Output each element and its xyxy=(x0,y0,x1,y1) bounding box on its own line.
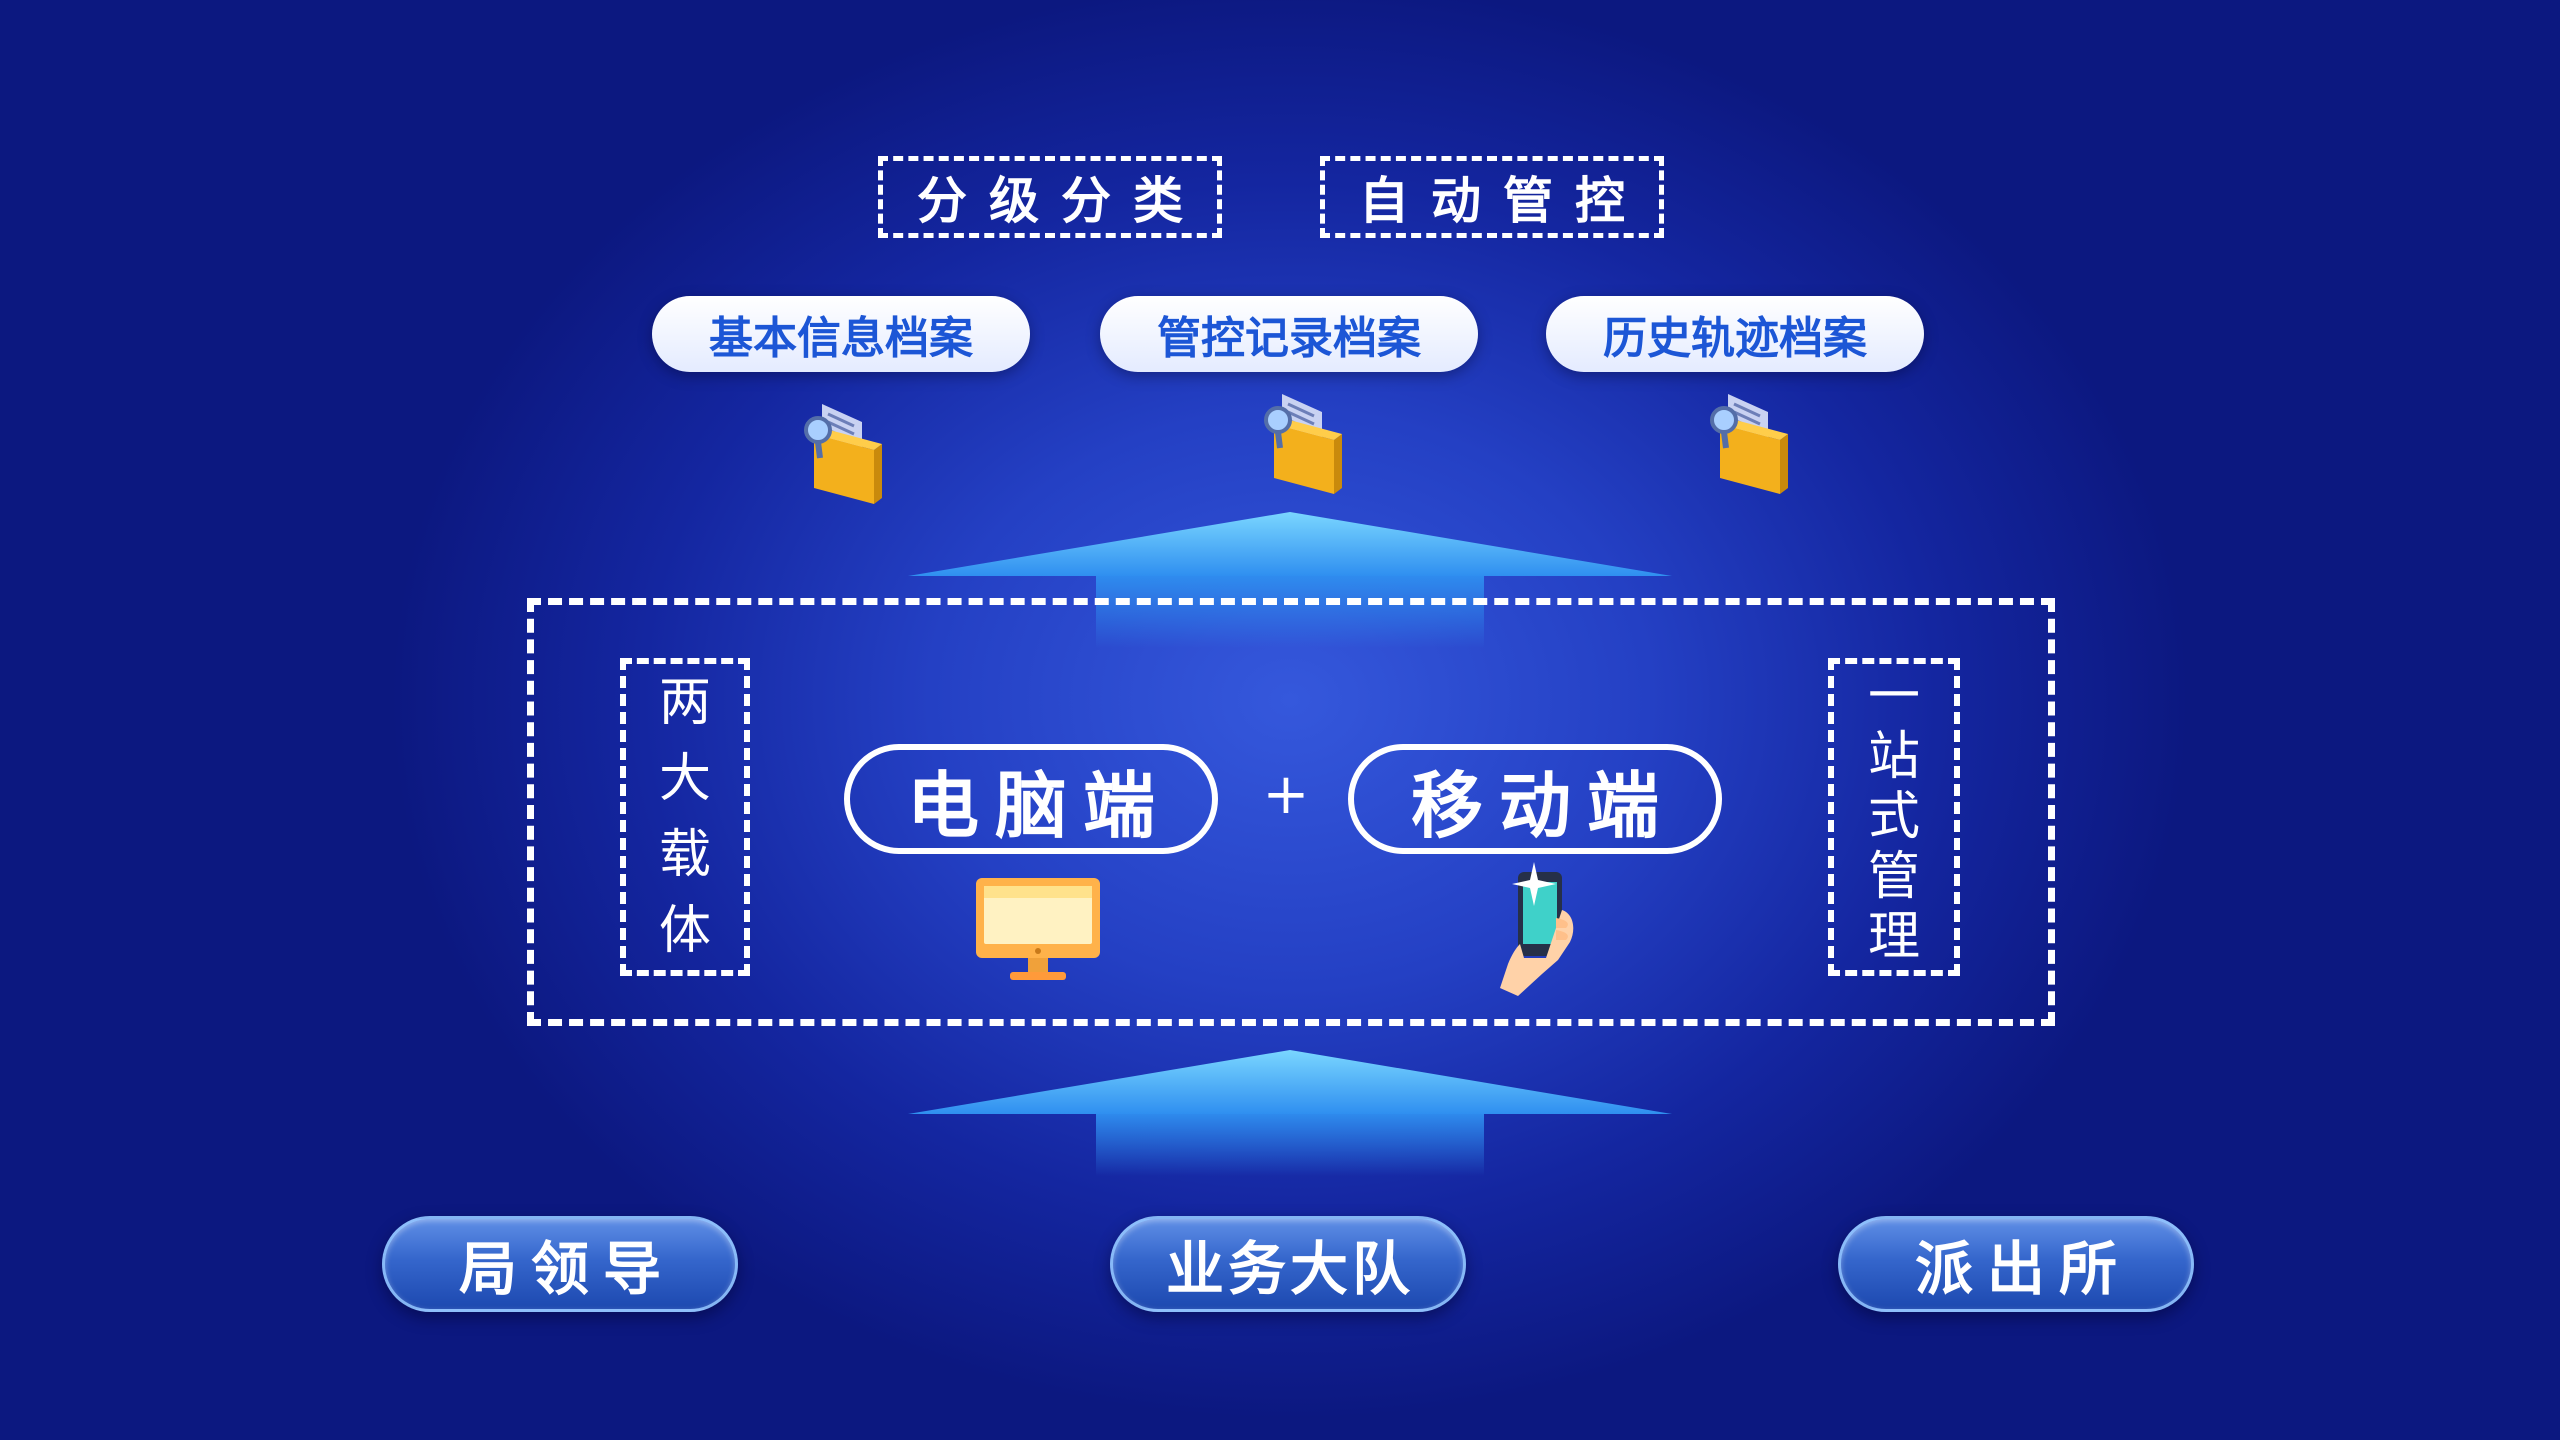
mobile-carrier-label: 移动端 xyxy=(1410,763,1675,848)
archive-history-track-label: 历史轨迹档案 xyxy=(1603,313,1867,364)
one-stop-char: 管 xyxy=(1867,847,1920,907)
upward-arrow-icon xyxy=(908,1050,1672,1176)
carrier-frame xyxy=(527,598,2055,1026)
plus-sign: + xyxy=(1262,762,1310,827)
upward-arrow-icon xyxy=(908,512,1672,648)
folder-document-icon xyxy=(804,404,882,504)
two-carriers-char: 两 xyxy=(658,673,711,733)
archive-control-record-label: 管控记录档案 xyxy=(1157,313,1421,364)
role-police-station-label: 派出所 xyxy=(1914,1235,2131,1303)
one-stop-management-box: 一 站 式 管 理 xyxy=(1828,658,1960,976)
computer-monitor-icon xyxy=(976,878,1100,980)
mobile-phone-hand-icon xyxy=(1500,862,1574,996)
tag-classification: 分级分类 xyxy=(878,156,1222,238)
one-stop-char: 一 xyxy=(1867,667,1920,727)
two-carriers-char: 载 xyxy=(658,825,711,885)
archive-control-record: 管控记录档案 xyxy=(1100,296,1478,372)
role-business-team: 业务大队 xyxy=(1110,1216,1466,1312)
mobile-carrier-pill: 移动端 xyxy=(1348,744,1722,854)
role-bureau-leader: 局领导 xyxy=(382,1216,738,1312)
two-carriers-char: 体 xyxy=(658,901,711,961)
one-stop-char: 式 xyxy=(1867,787,1920,847)
one-stop-char: 站 xyxy=(1867,727,1920,787)
tag-auto-control-label: 自动管控 xyxy=(1359,172,1647,230)
two-carriers-char: 大 xyxy=(658,749,711,809)
role-bureau-leader-label: 局领导 xyxy=(458,1235,675,1303)
role-business-team-label: 业务大队 xyxy=(1165,1235,1414,1303)
one-stop-char: 理 xyxy=(1867,907,1920,967)
archive-basic-info-label: 基本信息档案 xyxy=(709,313,973,364)
pc-carrier-pill: 电脑端 xyxy=(844,744,1218,854)
tag-classification-label: 分级分类 xyxy=(917,172,1205,230)
archive-basic-info: 基本信息档案 xyxy=(652,296,1030,372)
role-police-station: 派出所 xyxy=(1838,1216,2194,1312)
folder-document-icon xyxy=(1264,394,1342,494)
folder-document-icon xyxy=(1710,394,1788,494)
tag-auto-control: 自动管控 xyxy=(1320,156,1664,238)
archive-history-track: 历史轨迹档案 xyxy=(1546,296,1924,372)
two-carriers-box: 两 大 载 体 xyxy=(620,658,750,976)
pc-carrier-label: 电脑端 xyxy=(906,763,1171,848)
